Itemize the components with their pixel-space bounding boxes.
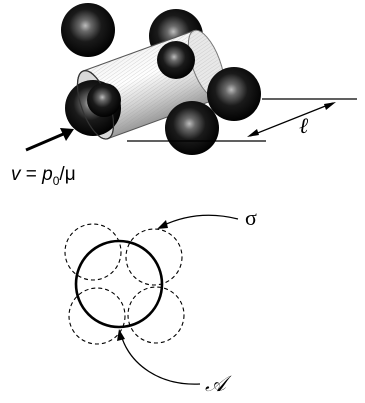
sphere-bottom [165,101,219,155]
cross-section-circle [74,239,164,329]
length-arrow [247,102,336,137]
area-pointer-arrow [117,329,201,385]
sphere-right [207,67,261,121]
sphere-inside-cylinder [157,41,195,79]
sigma-pointer-arrow [157,214,239,229]
dashed-neighbor-circles [64,223,185,345]
velocity-arrow [25,128,74,152]
area-label: 𝒜 [205,371,232,396]
length-label: ℓ [299,113,309,138]
cross-section-illustration [64,214,239,385]
sphere-back-left [61,3,115,57]
sphere-in-front-face [87,83,121,117]
velocity-label: v = p0/μ [11,164,76,188]
cylinder-illustration [25,3,357,155]
sigma-label: σ [245,205,257,230]
